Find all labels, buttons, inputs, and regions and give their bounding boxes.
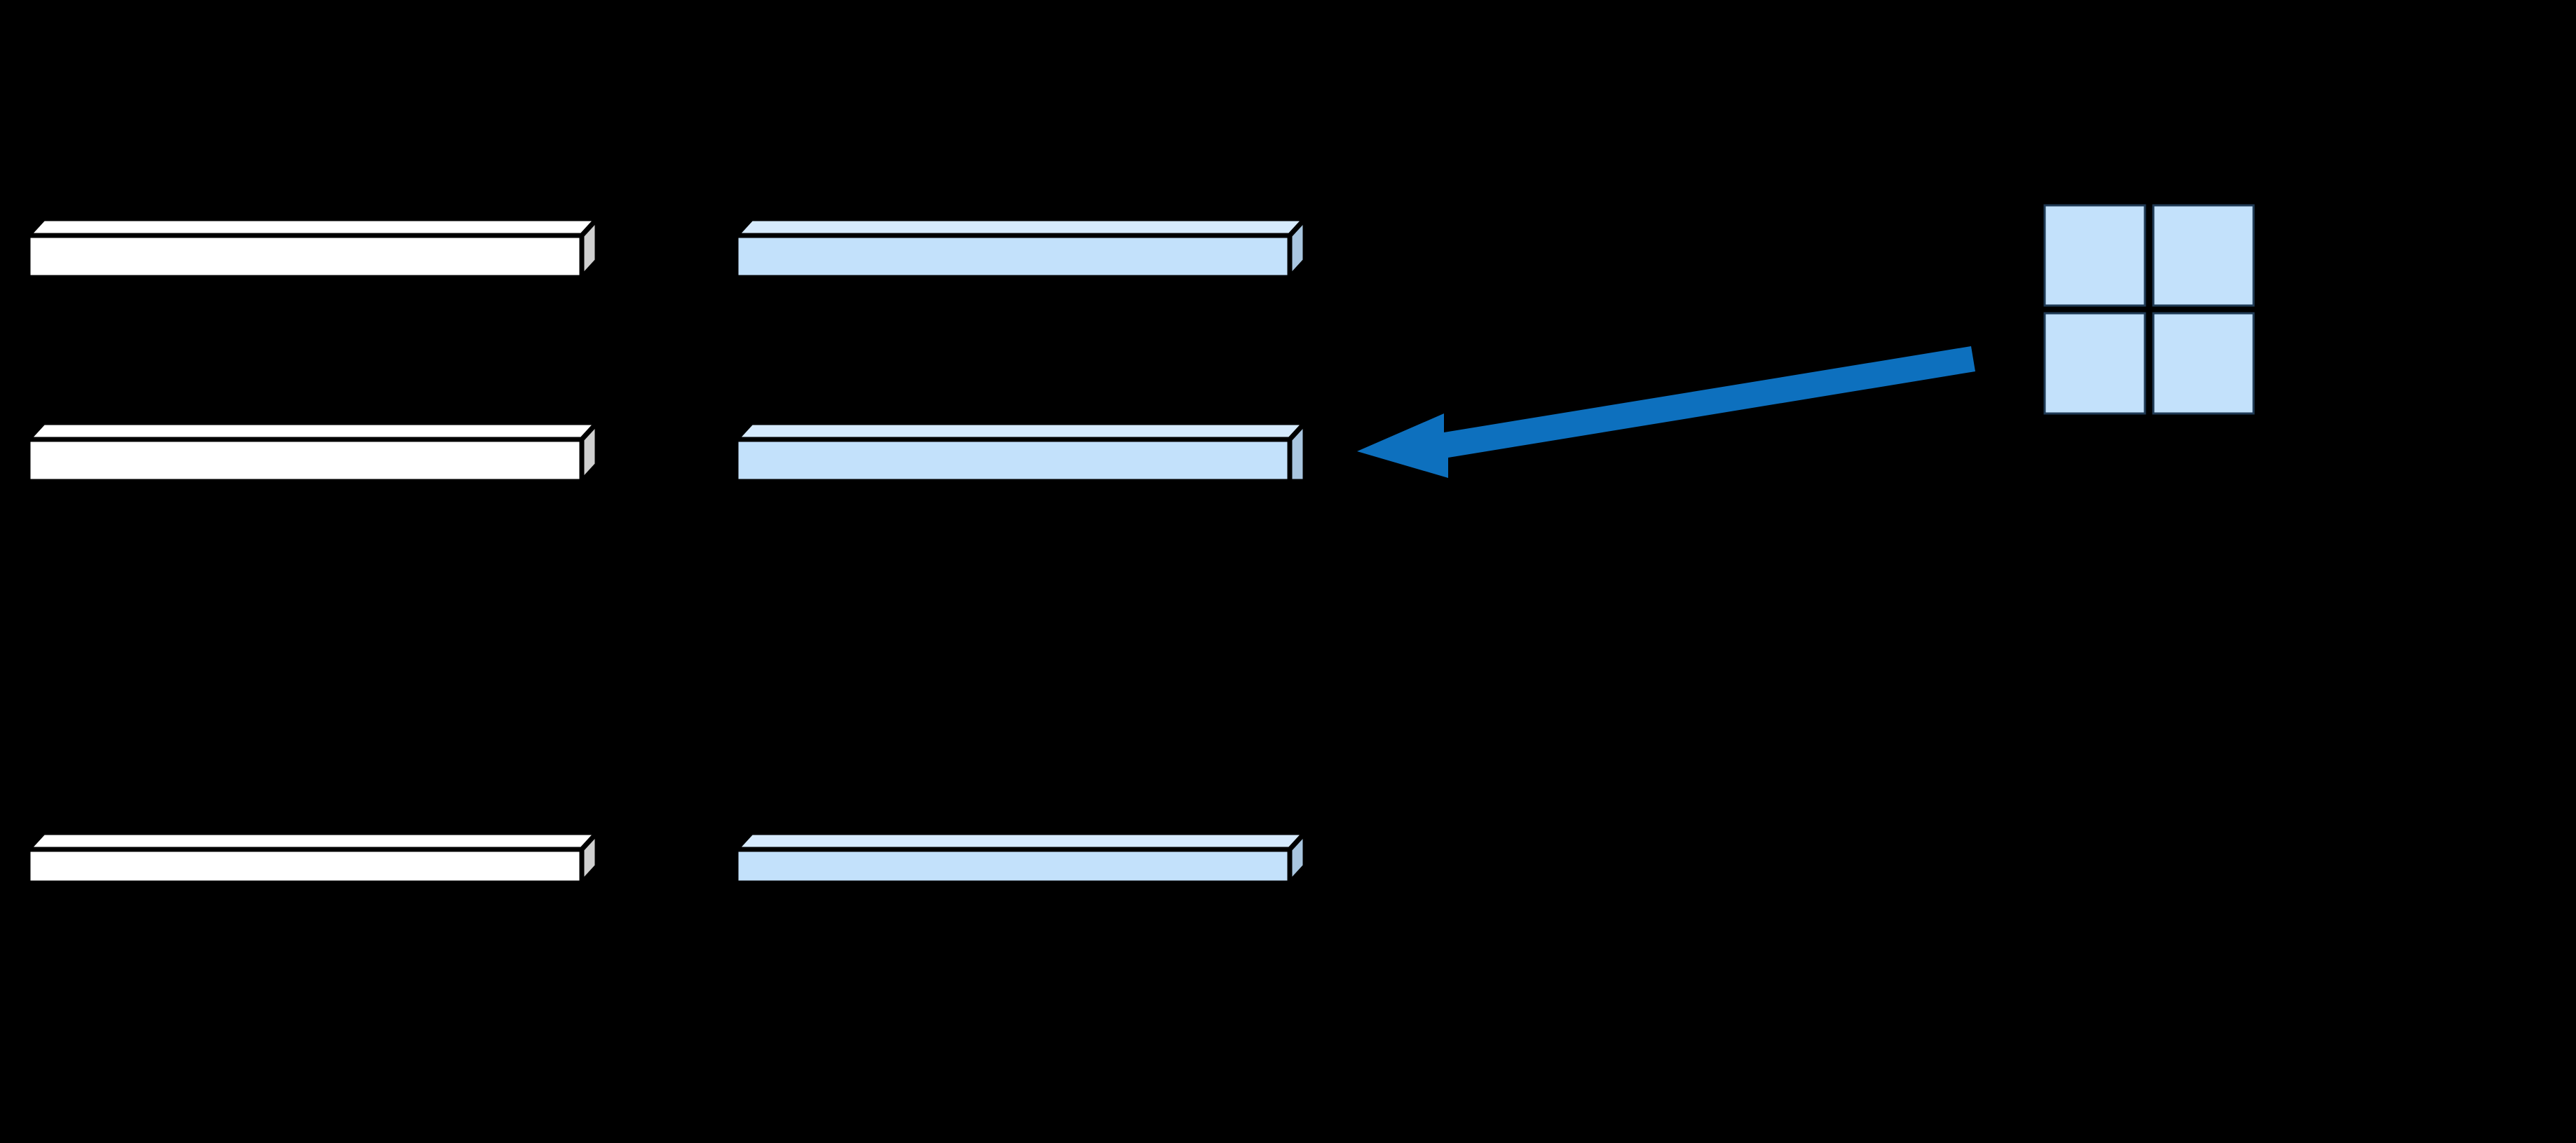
grid-cell-bottom-left[interactable]	[2043, 312, 2146, 415]
white-bar-2-face	[25, 437, 585, 484]
white-bar-1-top	[22, 216, 603, 238]
white-bar-3[interactable]	[22, 826, 603, 889]
blue-bar-1-face	[733, 233, 1293, 280]
white-bar-1-face	[25, 233, 585, 280]
white-bar-2-top	[22, 420, 603, 442]
blue-bar-1[interactable]	[730, 212, 1311, 284]
white-bar-3-top	[22, 830, 603, 852]
white-bar-3-face	[25, 847, 585, 886]
blue-bar-2-top	[730, 420, 1311, 442]
white-bar-2[interactable]	[22, 416, 603, 488]
callout-arrow[interactable]	[1357, 346, 1975, 478]
blue-bar-3[interactable]	[730, 826, 1311, 889]
blue-bar-3-face	[733, 847, 1293, 886]
blue-bar-2-face	[733, 437, 1293, 484]
window-grid-icon[interactable]	[2043, 204, 2255, 415]
blue-bar-3-top	[730, 830, 1311, 852]
blue-bar-1-top	[730, 216, 1311, 238]
row-middle	[22, 416, 1311, 488]
row-top	[22, 212, 1311, 284]
blue-bar-2[interactable]	[730, 416, 1311, 484]
grid-cell-top-left[interactable]	[2043, 204, 2146, 307]
grid-cell-top-right[interactable]	[2152, 204, 2255, 307]
white-bar-1[interactable]	[22, 212, 603, 284]
row-bottom	[22, 826, 1311, 889]
callout-arrow-shape	[1357, 346, 1975, 478]
grid-cell-bottom-right[interactable]	[2152, 312, 2255, 415]
